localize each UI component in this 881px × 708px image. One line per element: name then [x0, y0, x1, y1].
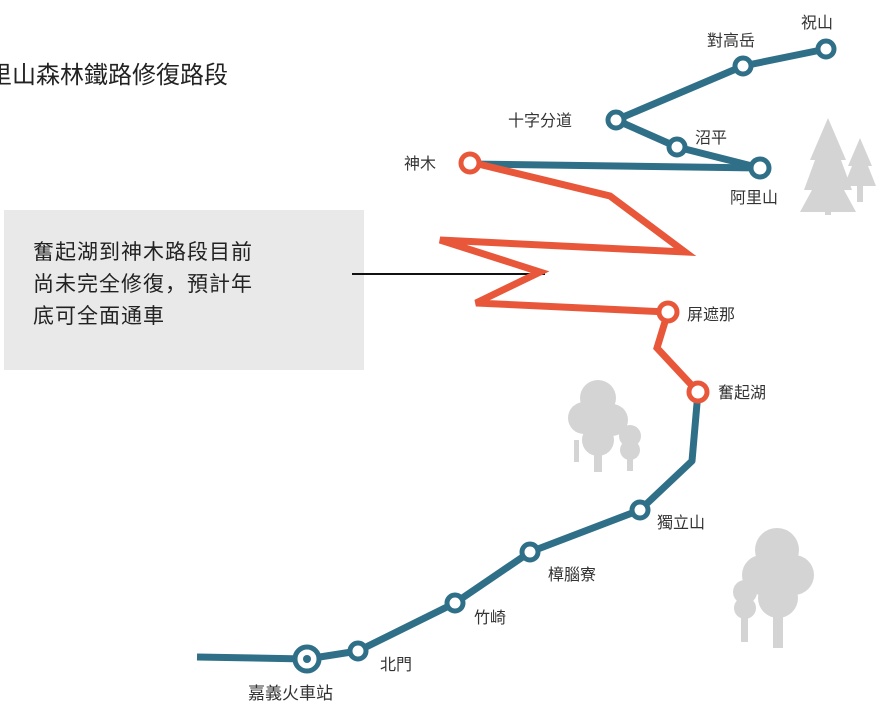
label-chiayi: 嘉義火車站	[248, 684, 333, 704]
station-chiayi	[292, 644, 322, 674]
note-box	[4, 210, 364, 370]
label-duigaoyue: 對高岳	[707, 31, 755, 50]
station-dulishan	[629, 499, 651, 521]
station-duigaoyue	[732, 55, 754, 77]
railway-operational-upper	[612, 45, 827, 172]
map-title: 里山森林鐵路修復路段	[0, 61, 228, 89]
label-beimen: 北門	[380, 655, 412, 674]
label-shenmu: 神木	[404, 154, 436, 173]
label-alishan: 阿里山	[730, 188, 778, 207]
note-text: 奮起湖到神木路段目前 尚未完全修復，預計年 底可全面通車	[33, 240, 253, 328]
station-zhaoping	[666, 136, 688, 158]
station-beimen	[347, 640, 369, 662]
station-shizifendao	[605, 109, 627, 131]
label-zhangnaoliao: 樟腦寮	[548, 565, 596, 584]
label-zhuqi: 竹崎	[474, 608, 506, 627]
label-fenqihu: 奮起湖	[718, 383, 766, 402]
label-dulishan: 獨立山	[657, 513, 705, 532]
tree-icon-top-right	[800, 118, 876, 215]
railway-damaged-segment	[438, 158, 701, 395]
station-zhushan	[815, 38, 837, 60]
tree-icon-middle	[568, 380, 641, 472]
station-shenmu	[458, 151, 482, 175]
tree-icon-bottom-right	[733, 528, 814, 648]
label-zhushan: 祝山	[801, 13, 833, 32]
station-zhuqi	[444, 592, 466, 614]
station-pingzhena	[656, 300, 680, 324]
station-fenqihu	[686, 380, 710, 404]
label-zhaoping: 沼平	[695, 128, 727, 147]
station-zhangnaoliao	[519, 541, 541, 563]
station-alishan	[748, 156, 772, 180]
label-pingzhena: 屏遮那	[687, 305, 735, 324]
railway-operational-shenmu	[469, 160, 761, 172]
label-shizifendao: 十字分道	[508, 111, 572, 130]
